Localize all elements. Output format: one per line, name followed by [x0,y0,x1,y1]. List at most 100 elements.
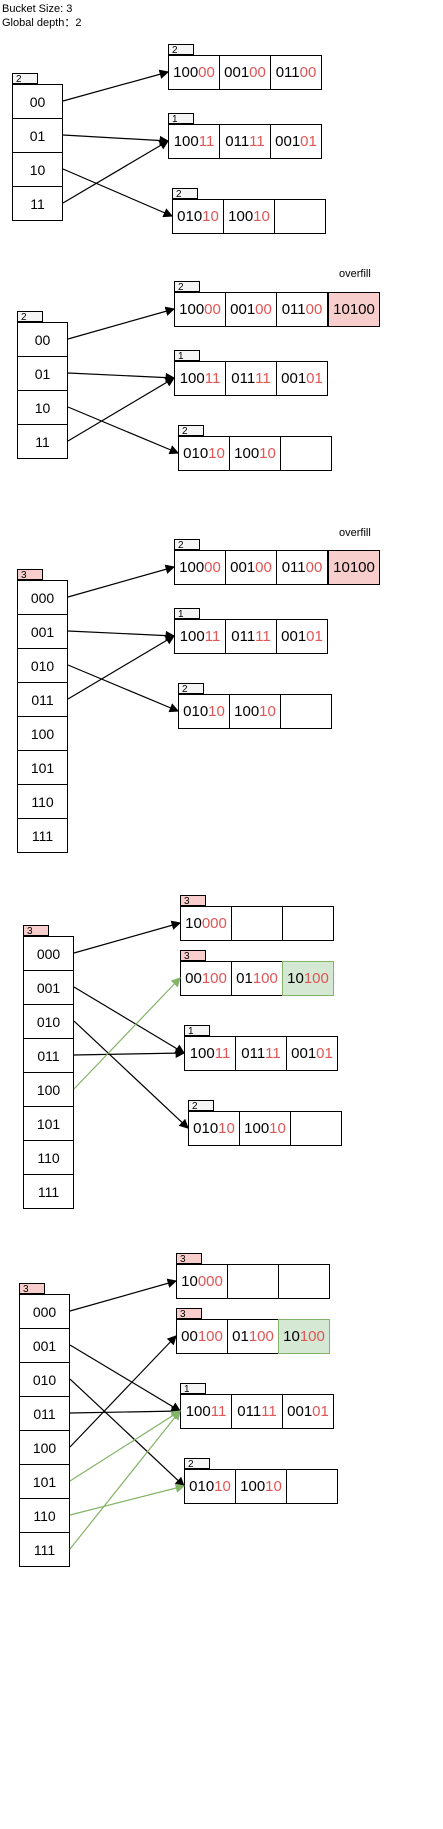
directory-local-depth: 2 [17,311,43,323]
directory-entry: 011 [19,1396,70,1431]
bucket-local-depth: 2 [188,1100,214,1112]
bucket-slot [280,436,332,471]
directory-entry: 011 [23,1038,74,1073]
bucket-local-depth: 3 [176,1253,202,1265]
bucket-local-depth: 2 [172,188,198,200]
directory-entry: 100 [17,716,68,751]
pointer-arrow [67,564,176,598]
directory-entry: 110 [17,784,68,819]
bucket-slot [286,1469,338,1504]
pointer-arrow [73,986,186,1054]
directory-entry: 111 [23,1174,74,1209]
directory-entry: 111 [17,818,68,853]
directory-entry: 01 [12,118,63,153]
pointer-arrow [73,1048,186,1058]
bucket-local-depth: 2 [178,683,204,695]
directory-entry: 010 [23,1004,74,1039]
pointer-arrow [62,140,170,204]
directory-entry: 11 [12,186,63,221]
pointer-arrow [69,1278,178,1312]
directory-local-depth: 3 [23,925,49,937]
directory-entry: 000 [17,580,68,615]
bucket-local-depth: 3 [180,895,206,907]
bucket-slot [290,1111,342,1146]
bucket-slot [280,694,332,729]
directory-entry: 001 [23,970,74,1005]
directory-entry: 010 [17,648,68,683]
bucket-local-depth: 1 [174,608,200,620]
directory-entry: 10 [12,152,63,187]
directory-entry: 110 [19,1498,70,1533]
directory-entry: 101 [19,1464,70,1499]
directory-entry: 101 [17,750,68,785]
directory-entry: 011 [17,682,68,717]
bucket-slot [227,1264,279,1299]
pointer-arrow [62,168,174,218]
directory-local-depth: 3 [17,569,43,581]
pointer-arrow [73,1020,189,1129]
redirected-pointer-arrow [69,1483,186,1516]
bucket-local-depth: 2 [174,281,200,293]
bucket-slot [278,1264,330,1299]
pointer-arrow [69,1378,185,1487]
pointer-arrow [69,1335,177,1448]
overfill-label: overfill [339,268,371,280]
bucket-local-depth: 2 [184,1458,210,1470]
directory-entry: 111 [19,1532,70,1567]
directory-entry: 110 [23,1140,74,1175]
pointer-arrow [67,635,176,700]
pointer-arrow [67,372,176,383]
directory-local-depth: 3 [19,1283,45,1295]
directory-entry: 01 [17,356,68,391]
pointer-arrow [69,1344,182,1412]
pointer-arrow [69,1406,182,1416]
bucket-local-depth: 3 [176,1308,202,1320]
global-depth-label: Global depth：2 [2,17,82,29]
bucket-size-label: Bucket Size: 3 [2,3,73,15]
redirected-pointer-arrow [69,1410,182,1482]
redirected-pointer-arrow [73,977,181,1090]
bucket-local-depth: 1 [168,113,194,125]
pointer-arrow [73,920,182,954]
bucket-slot [274,199,326,234]
directory-entry: 11 [17,424,68,459]
directory-entry: 001 [19,1328,70,1363]
directory-entry: 00 [17,322,68,357]
directory-local-depth: 2 [12,73,38,85]
bucket-local-depth: 1 [184,1025,210,1037]
bucket-local-depth: 1 [180,1383,206,1395]
overfill-label: overfill [339,527,371,539]
directory-entry: 000 [23,936,74,971]
bucket-local-depth: 2 [178,425,204,437]
